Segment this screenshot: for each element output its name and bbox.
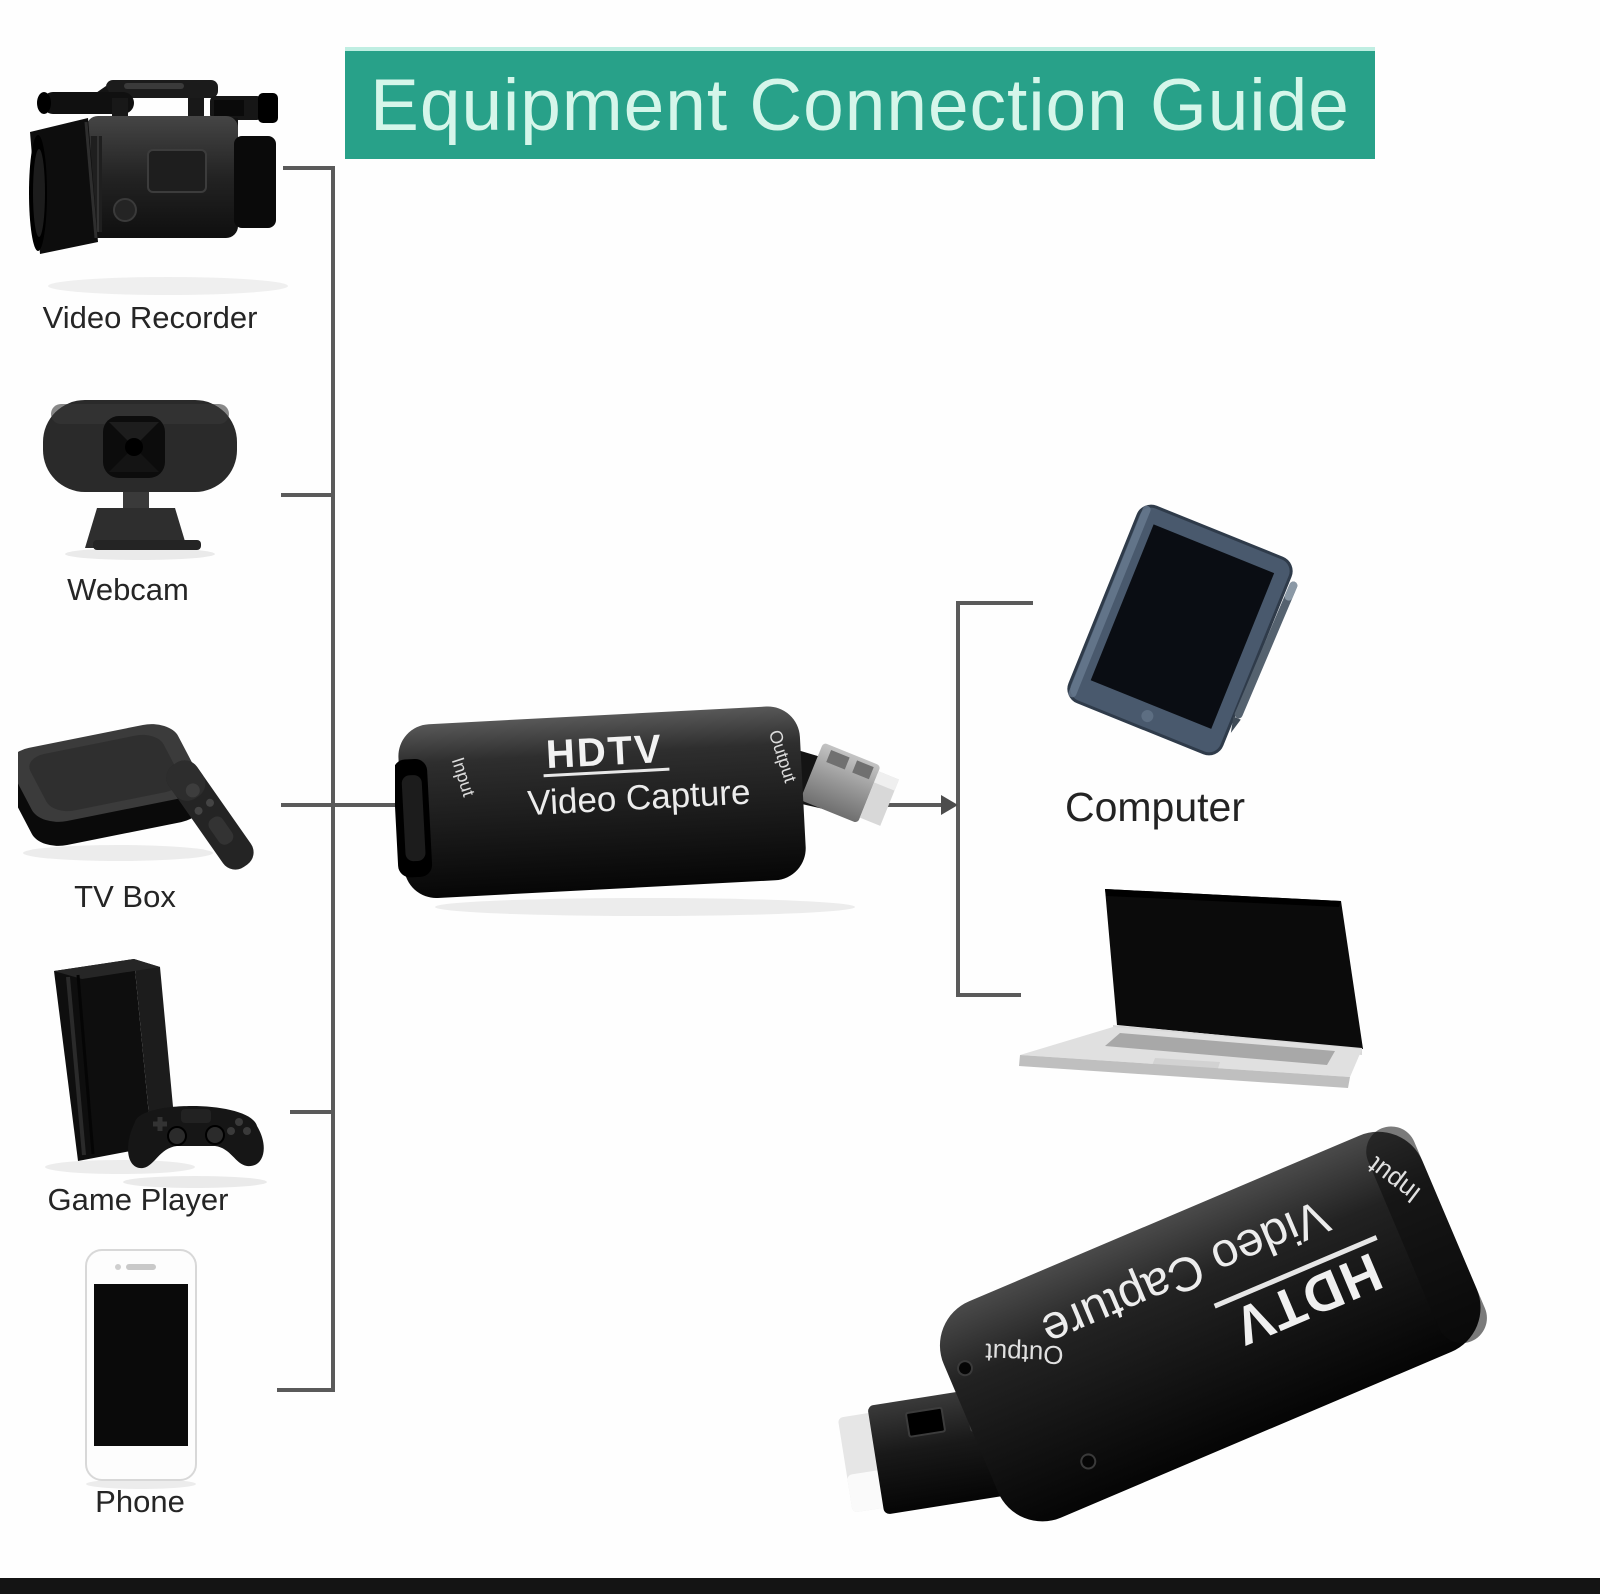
- webcam-image: [35, 392, 245, 562]
- video-recorder-connector-line: [283, 166, 335, 170]
- phone-image: [82, 1248, 200, 1490]
- tv-box-illustration: [18, 724, 254, 870]
- title-banner: Equipment Connection Guide: [345, 47, 1375, 159]
- computer-label: Computer: [1064, 784, 1245, 830]
- phone-connector-line: [277, 1388, 335, 1392]
- capture-brand-text: HDTV: [545, 727, 664, 777]
- game-player-image: [30, 955, 280, 1200]
- webcam-illustration: [43, 400, 237, 560]
- laptop-illustration: [1019, 889, 1363, 1088]
- bottom-bar: [0, 1578, 1600, 1594]
- tablet-illustration: [1067, 504, 1298, 756]
- laptop-image: [1005, 875, 1385, 1120]
- game-player-label: Game Player: [47, 1182, 229, 1217]
- video-recorder-illustration: [29, 80, 288, 295]
- tv-box-image: [18, 693, 273, 888]
- arrow-right-icon: [941, 795, 958, 815]
- webcam-label: Webcam: [67, 572, 189, 607]
- capture-device-large-image: Video Capture HDTV Output Input: [830, 1085, 1570, 1585]
- tvbox-to-device-line: [281, 803, 403, 807]
- tablet-image: [1005, 475, 1325, 785]
- capture-device-large-illustration: Video Capture HDTV Output Input: [838, 1126, 1487, 1522]
- tv-box-label: TV Box: [74, 879, 176, 914]
- left-bracket-vertical-line: [331, 166, 335, 1392]
- page-title: Equipment Connection Guide: [370, 64, 1350, 146]
- phone-illustration: [85, 1249, 197, 1489]
- capture-device-image: HDTV Video Capture Input Output: [395, 685, 910, 925]
- webcam-connector-line: [281, 493, 335, 497]
- right-bracket-vertical-line: [956, 601, 960, 997]
- capture-device-illustration: HDTV Video Capture Input Output: [395, 706, 899, 916]
- device-to-computer-line: [886, 803, 943, 807]
- video-recorder-label: Video Recorder: [42, 300, 258, 335]
- tablet-connector-line: [956, 601, 1033, 605]
- laptop-connector-line: [956, 993, 1021, 997]
- game-player-illustration: [45, 959, 267, 1188]
- capture-large-output-text: Output: [984, 1338, 1064, 1371]
- video-recorder-image: [28, 52, 308, 307]
- phone-label: Phone: [95, 1484, 185, 1519]
- game-player-connector-line: [290, 1110, 335, 1114]
